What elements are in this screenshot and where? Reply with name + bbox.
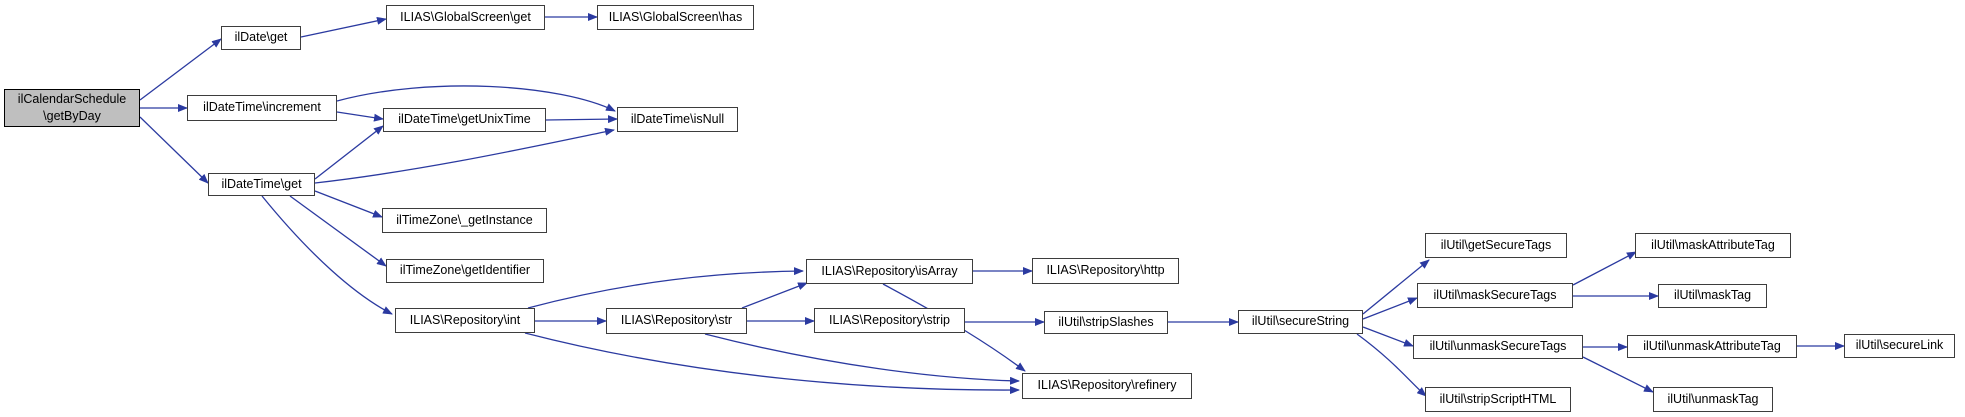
node-ilutil-masktag[interactable]: ilUtil\maskTag xyxy=(1658,284,1767,308)
node-label: ILIAS\Repository\str xyxy=(620,313,733,328)
edge-dt_get-to-rep_int xyxy=(261,195,393,315)
node-ildate-get[interactable]: ilDate\get xyxy=(221,26,301,50)
node-label: ilTimeZone\getIdentifier xyxy=(399,263,531,278)
edge-dt_increment-to-dt_getUnixTime xyxy=(336,111,384,122)
edge-dt_get-to-tz_getIdentifier xyxy=(289,195,387,267)
node-label: ilDateTime\isNull xyxy=(630,111,725,126)
edge-ilDate_get-to-gs_get xyxy=(300,16,387,38)
node-ildatetime-get[interactable]: ilDateTime\get xyxy=(208,173,315,196)
node-ilutil-unmasktag[interactable]: ilUtil\unmaskTag xyxy=(1653,387,1773,412)
node-ilias-repository-str[interactable]: ILIAS\Repository\str xyxy=(606,308,747,334)
node-ilutil-getsecuretags[interactable]: ilUtil\getSecureTags xyxy=(1425,233,1567,258)
node-ilutil-maskattributetag[interactable]: ilUtil\maskAttributeTag xyxy=(1635,233,1791,258)
edge-rep_isArray-to-rep_refinery xyxy=(882,283,1026,372)
node-label: ILIAS\Repository\isArray xyxy=(821,263,958,278)
node-label-line: \getByDay xyxy=(43,109,101,123)
node-label: ilDateTime\get xyxy=(221,176,302,191)
node-label: ILIAS\Repository\refinery xyxy=(1037,378,1177,393)
node-ilias-repository-refinery[interactable]: ILIAS\Repository\refinery xyxy=(1022,373,1192,399)
edge-util_unmaskSecureTags-to-util_unmaskTag xyxy=(1582,356,1654,393)
node-ilutil-unmaskattributetag[interactable]: ilUtil\unmaskAttributeTag xyxy=(1627,335,1797,358)
node-ilias-globalscreen-get[interactable]: ILIAS\GlobalScreen\get xyxy=(386,5,545,30)
edge-util_secureString-to-util_maskSecureTags xyxy=(1362,297,1418,320)
edge-dt_get-to-tz_getInstance xyxy=(314,190,383,218)
edge-util_secureString-to-util_getSecureTags xyxy=(1362,259,1430,315)
node-ilutil-securelink[interactable]: ilUtil\secureLink xyxy=(1844,334,1955,358)
edge-rep_str-to-rep_refinery xyxy=(704,333,1020,385)
node-ildatetime-getunixtime[interactable]: ilDateTime\getUnixTime xyxy=(383,108,546,132)
node-label: ilUtil\getSecureTags xyxy=(1440,237,1552,252)
node-ilias-globalscreen-has[interactable]: ILIAS\GlobalScreen\has xyxy=(597,5,754,30)
edge-util_secureString-to-util_unmaskSecureTags xyxy=(1362,326,1414,347)
node-label: ilUtil\maskSecureTags xyxy=(1433,287,1557,302)
edge-dt_get-to-dt_isNull xyxy=(314,127,615,184)
node-ildatetime-increment[interactable]: ilDateTime\increment xyxy=(187,95,337,121)
edge-rep_str-to-rep_isArray xyxy=(741,282,808,309)
node-label: ilUtil\maskTag xyxy=(1673,288,1752,303)
node-ilias-repository-http[interactable]: ILIAS\Repository\http xyxy=(1032,258,1179,284)
edge-util_maskSecureTags-to-util_maskAttributeTag xyxy=(1572,251,1637,286)
node-ilutil-masksecuretags[interactable]: ilUtil\maskSecureTags xyxy=(1417,283,1573,308)
node-label: ilUtil\secureLink xyxy=(1855,338,1944,353)
node-label: ilUtil\unmaskAttributeTag xyxy=(1643,338,1781,353)
node-ilutil-unmasksecuretags[interactable]: ilUtil\unmaskSecureTags xyxy=(1413,335,1583,359)
node-label-line: ilCalendarSchedule xyxy=(17,92,127,107)
edge-root-to-dt_get xyxy=(139,116,209,184)
node-ilias-repository-strip[interactable]: ILIAS\Repository\strip xyxy=(814,308,965,333)
edge-rep_int-to-rep_isArray xyxy=(527,267,804,309)
edge-rep_int-to-rep_refinery xyxy=(524,332,1020,395)
node-label: ILIAS\GlobalScreen\get xyxy=(400,9,531,24)
node-ilcalendarschedule-getbyday: ilCalendarSchedule \getByDay xyxy=(4,89,140,127)
node-ilutil-securestring[interactable]: ilUtil\secureString xyxy=(1238,310,1363,334)
node-iltimezone-getidentifier[interactable]: ilTimeZone\getIdentifier xyxy=(386,259,544,283)
node-ilias-repository-isarray[interactable]: ILIAS\Repository\isArray xyxy=(806,259,973,284)
node-ilutil-stripslashes[interactable]: ilUtil\stripSlashes xyxy=(1044,311,1168,334)
node-label: ilDateTime\increment xyxy=(203,100,321,115)
node-ilias-repository-int[interactable]: ILIAS\Repository\int xyxy=(395,308,535,333)
node-label: ILIAS\Repository\int xyxy=(409,312,521,327)
node-label: ilUtil\secureString xyxy=(1251,314,1350,329)
edge-util_secureString-to-util_stripScriptHTML xyxy=(1356,333,1427,397)
node-label: ilUtil\unmaskSecureTags xyxy=(1429,339,1567,354)
edge-root-to-ilDate_get xyxy=(139,38,222,101)
node-ilutil-stripscripthtml[interactable]: ilUtil\stripScriptHTML xyxy=(1425,387,1571,412)
node-label: ILIAS\Repository\http xyxy=(1046,263,1165,278)
node-label: ilUtil\stripSlashes xyxy=(1058,314,1154,329)
node-label: ilDateTime\getUnixTime xyxy=(398,112,531,127)
node-label: ilUtil\maskAttributeTag xyxy=(1651,237,1775,252)
node-ildatetime-isnull[interactable]: ilDateTime\isNull xyxy=(617,107,738,132)
node-label: ilUtil\unmaskTag xyxy=(1667,391,1759,406)
node-label: ilUtil\stripScriptHTML xyxy=(1439,391,1557,406)
node-label: ILIAS\Repository\strip xyxy=(829,312,950,327)
node-label: ILIAS\GlobalScreen\has xyxy=(608,9,743,24)
edge-dt_increment-to-dt_isNull xyxy=(336,85,616,112)
edge-dt_getUnixTime-to-dt_isNull xyxy=(545,115,618,124)
edge-dt_get-to-dt_getUnixTime xyxy=(314,125,384,180)
node-label: ilTimeZone\_getInstance xyxy=(396,212,533,227)
node-label: ilDate\get xyxy=(234,30,288,45)
node-iltimezone-getinstance[interactable]: ilTimeZone\_getInstance xyxy=(382,208,547,233)
